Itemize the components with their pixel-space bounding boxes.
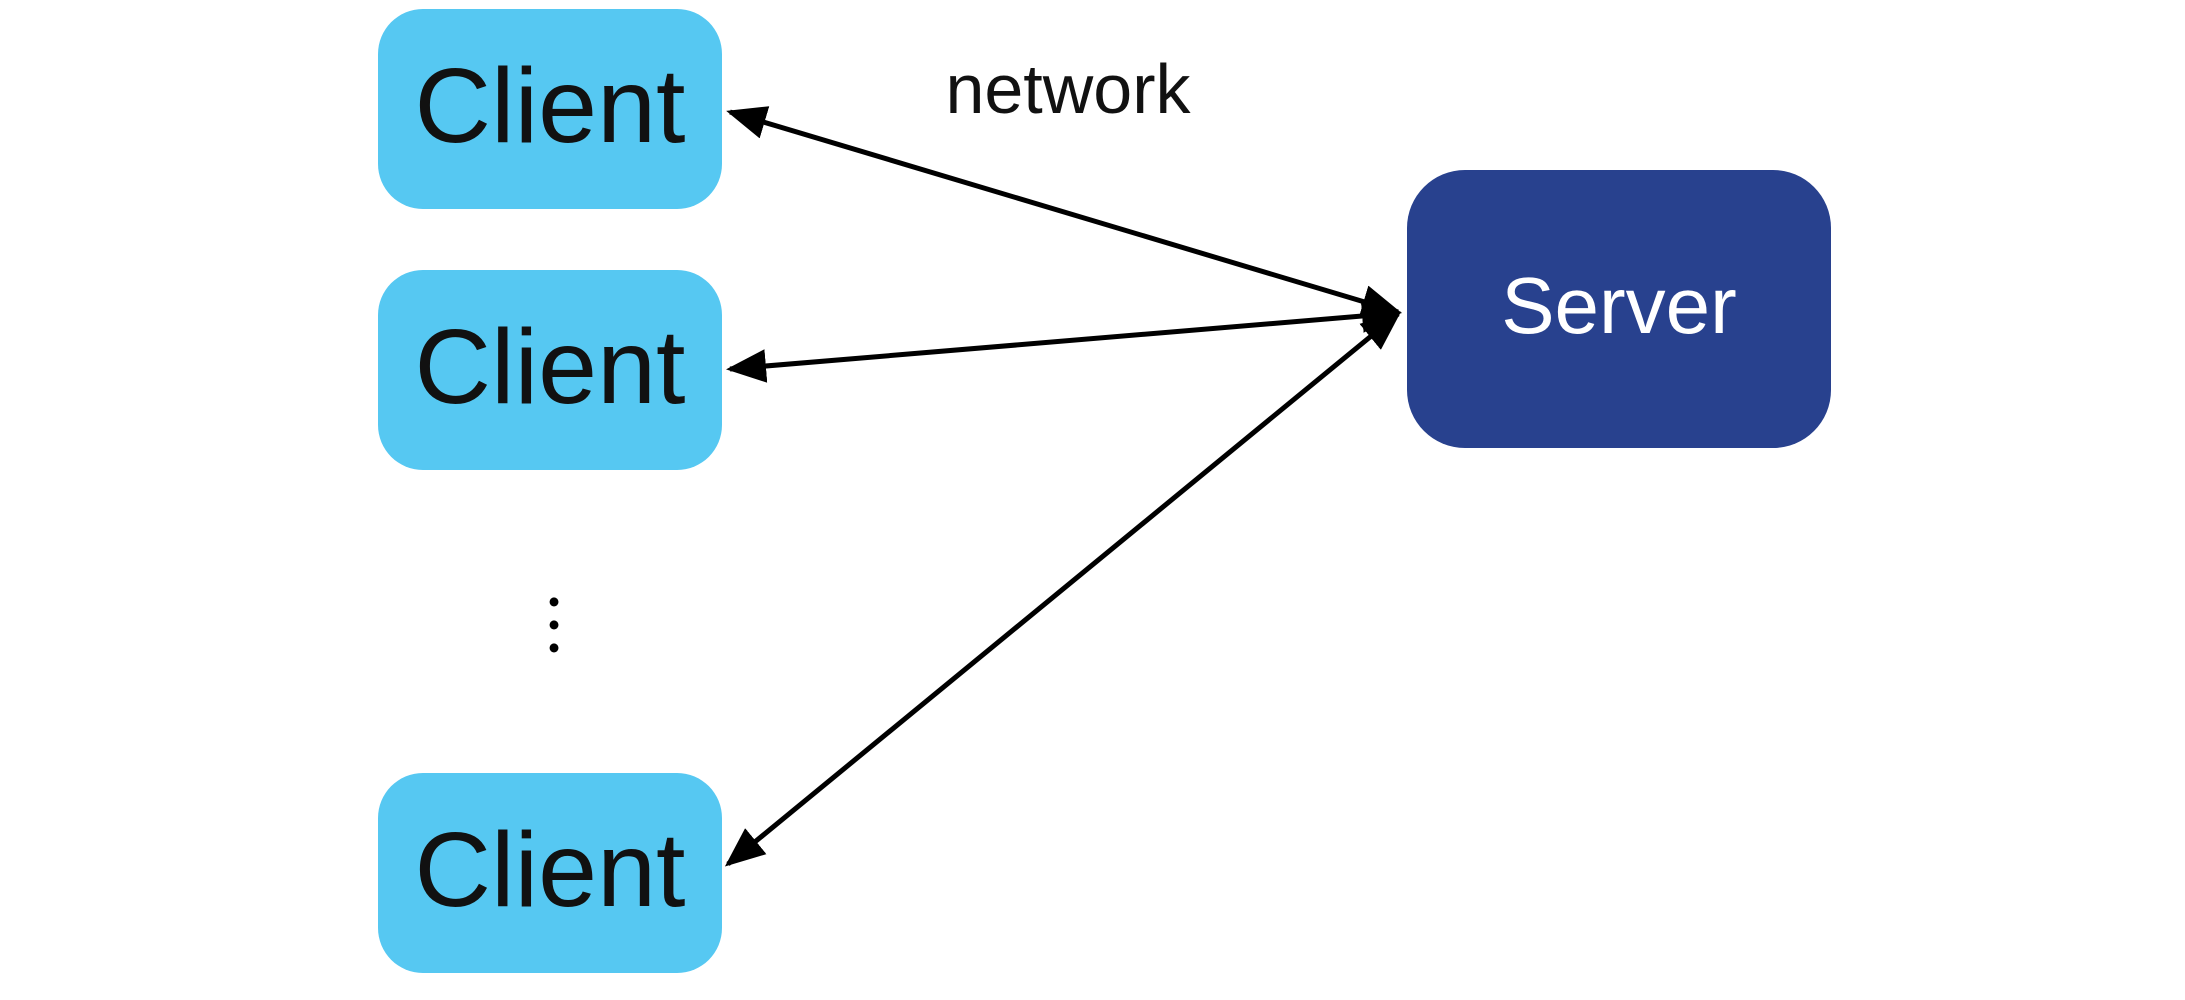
server-node-label: Server [1501,261,1737,350]
server-node: Server [1407,170,1831,448]
ellipsis-dot: • [548,628,560,666]
client2-server-arrow [726,299,1402,383]
more-clients-ellipsis: • • • [541,582,567,666]
client-node-2-label: Client [414,308,686,426]
client3-server-arrow [724,311,1402,867]
client-node-3-label: Client [414,811,686,929]
client1-server-arrow [726,106,1402,318]
network-label: network [945,50,1191,128]
ellipsis-dot: • [548,605,560,643]
client-node-1-label: Client [414,47,686,165]
client-node-3: Client [378,773,722,973]
ellipsis-dot: • [548,582,560,620]
client-node-1: Client [378,9,722,209]
client-node-2: Client [378,270,722,470]
